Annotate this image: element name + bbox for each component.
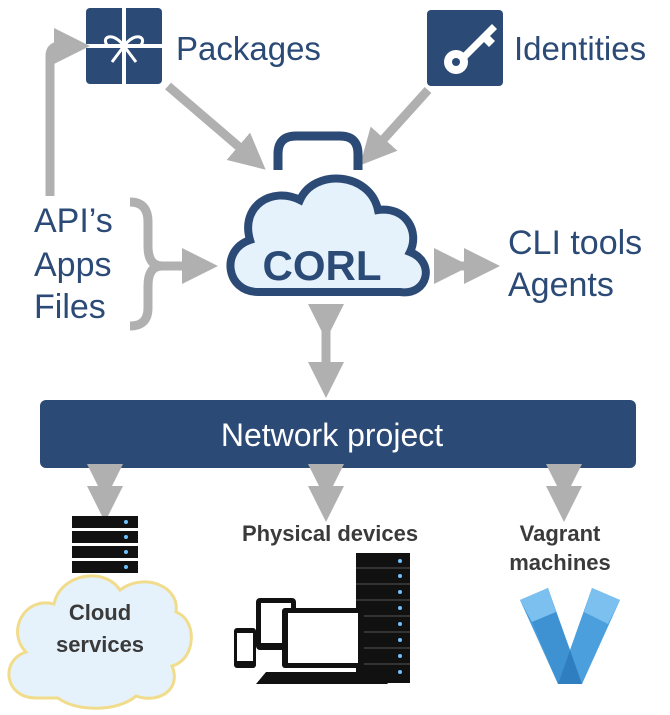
gift-box-icon [86, 8, 162, 84]
input-apis: API’s [34, 202, 113, 240]
input-cli-tools: CLI tools [508, 224, 642, 262]
arrow-identities-to-corl [359, 86, 432, 166]
vagrant-label-2: machines [509, 550, 611, 575]
input-apps: Apps [34, 246, 112, 284]
brace-icon [129, 197, 163, 331]
network-project-bar: Network project [40, 400, 636, 468]
cloud-label-2: services [56, 632, 144, 657]
key-icon [427, 10, 503, 86]
lock-shackle-icon [273, 131, 363, 170]
cloud-services-cloud-icon [7, 574, 193, 710]
laptop-icon [256, 608, 388, 684]
vagrant-logo-icon [520, 588, 620, 684]
server-rack-icon [72, 516, 138, 573]
corl-label: CORL [263, 242, 382, 289]
vagrant-label-1: Vagrant [520, 521, 601, 546]
arrow-inputs-to-packages [45, 28, 90, 196]
corl-cloud: CORL [226, 131, 430, 297]
cloud-label-1: Cloud [69, 600, 131, 625]
left-inputs: API’s Apps Files [34, 202, 113, 326]
identities-label: Identities [514, 30, 646, 67]
input-agents: Agents [508, 266, 614, 304]
packages-label: Packages [176, 30, 321, 67]
network-project-label: Network project [221, 417, 443, 453]
physical-devices-label: Physical devices [242, 521, 418, 546]
physical-server-rack-icon [356, 553, 410, 683]
cloud-icon [226, 174, 430, 297]
right-inputs: CLI tools Agents [508, 224, 642, 304]
input-files: Files [34, 288, 106, 326]
phone-icon [234, 628, 256, 668]
arrow-packages-to-corl [165, 82, 266, 170]
